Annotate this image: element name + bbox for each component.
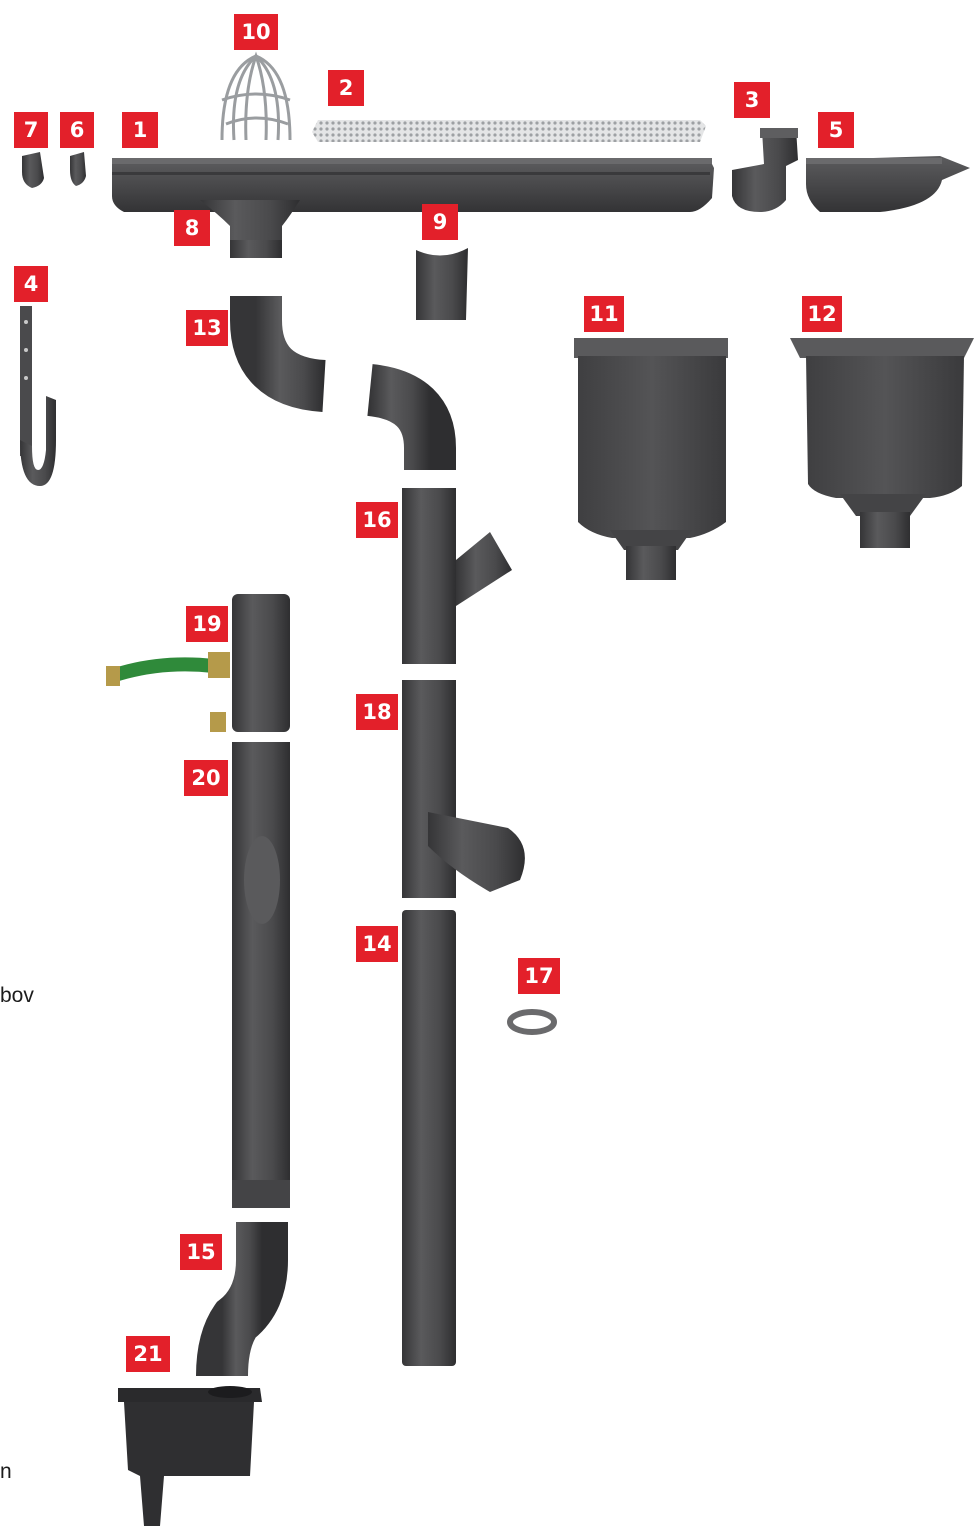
connector-part-9 [416,248,468,320]
gutter-bracket-part-4 [20,306,56,486]
label-21: 21 [126,1336,170,1372]
branch-part-16 [402,488,512,664]
label-8: 8 [174,210,210,246]
offset-pipe-part-15 [222,1222,262,1376]
branch-spout-part-18 [402,680,525,898]
label-10: 10 [234,14,278,50]
label-20: 20 [184,760,228,796]
rain-gully-part-21 [118,1386,262,1526]
label-6: 6 [60,112,94,148]
label-9: 9 [422,204,458,240]
downpipe-part-14 [402,910,456,1366]
label-12: 12 [802,296,842,332]
end-cap-part-7 [22,152,44,188]
gutter-end-part-5 [806,156,970,212]
label-5: 5 [818,112,854,148]
elbow-part-13 [256,296,430,470]
label-3: 3 [734,82,770,118]
label-15: 15 [180,1234,222,1270]
edge-text-2: n [0,1460,12,1484]
edge-text-1: bov [0,984,34,1008]
label-4: 4 [14,266,48,302]
gutter-corner-part-3 [732,128,798,212]
outlet-part-8 [200,200,300,258]
label-2: 2 [328,70,364,106]
label-11: 11 [584,296,624,332]
end-cap-part-6 [70,152,86,186]
label-13: 13 [186,310,228,346]
cleaning-pipe-part-20 [232,742,290,1208]
label-19: 19 [186,606,228,642]
label-7: 7 [14,112,48,148]
rain-head-part-11 [574,338,728,580]
label-1: 1 [122,112,158,148]
pipe-clamp-part-17 [510,1012,554,1032]
label-18: 18 [356,694,398,730]
gutter-mesh-part-2 [312,120,706,142]
label-16: 16 [356,502,398,538]
label-14: 14 [356,926,398,962]
box-outlet-part-12 [790,338,974,548]
leaf-guard-part-10 [222,56,290,140]
label-17: 17 [518,958,560,994]
gutter-part-1 [112,158,714,212]
